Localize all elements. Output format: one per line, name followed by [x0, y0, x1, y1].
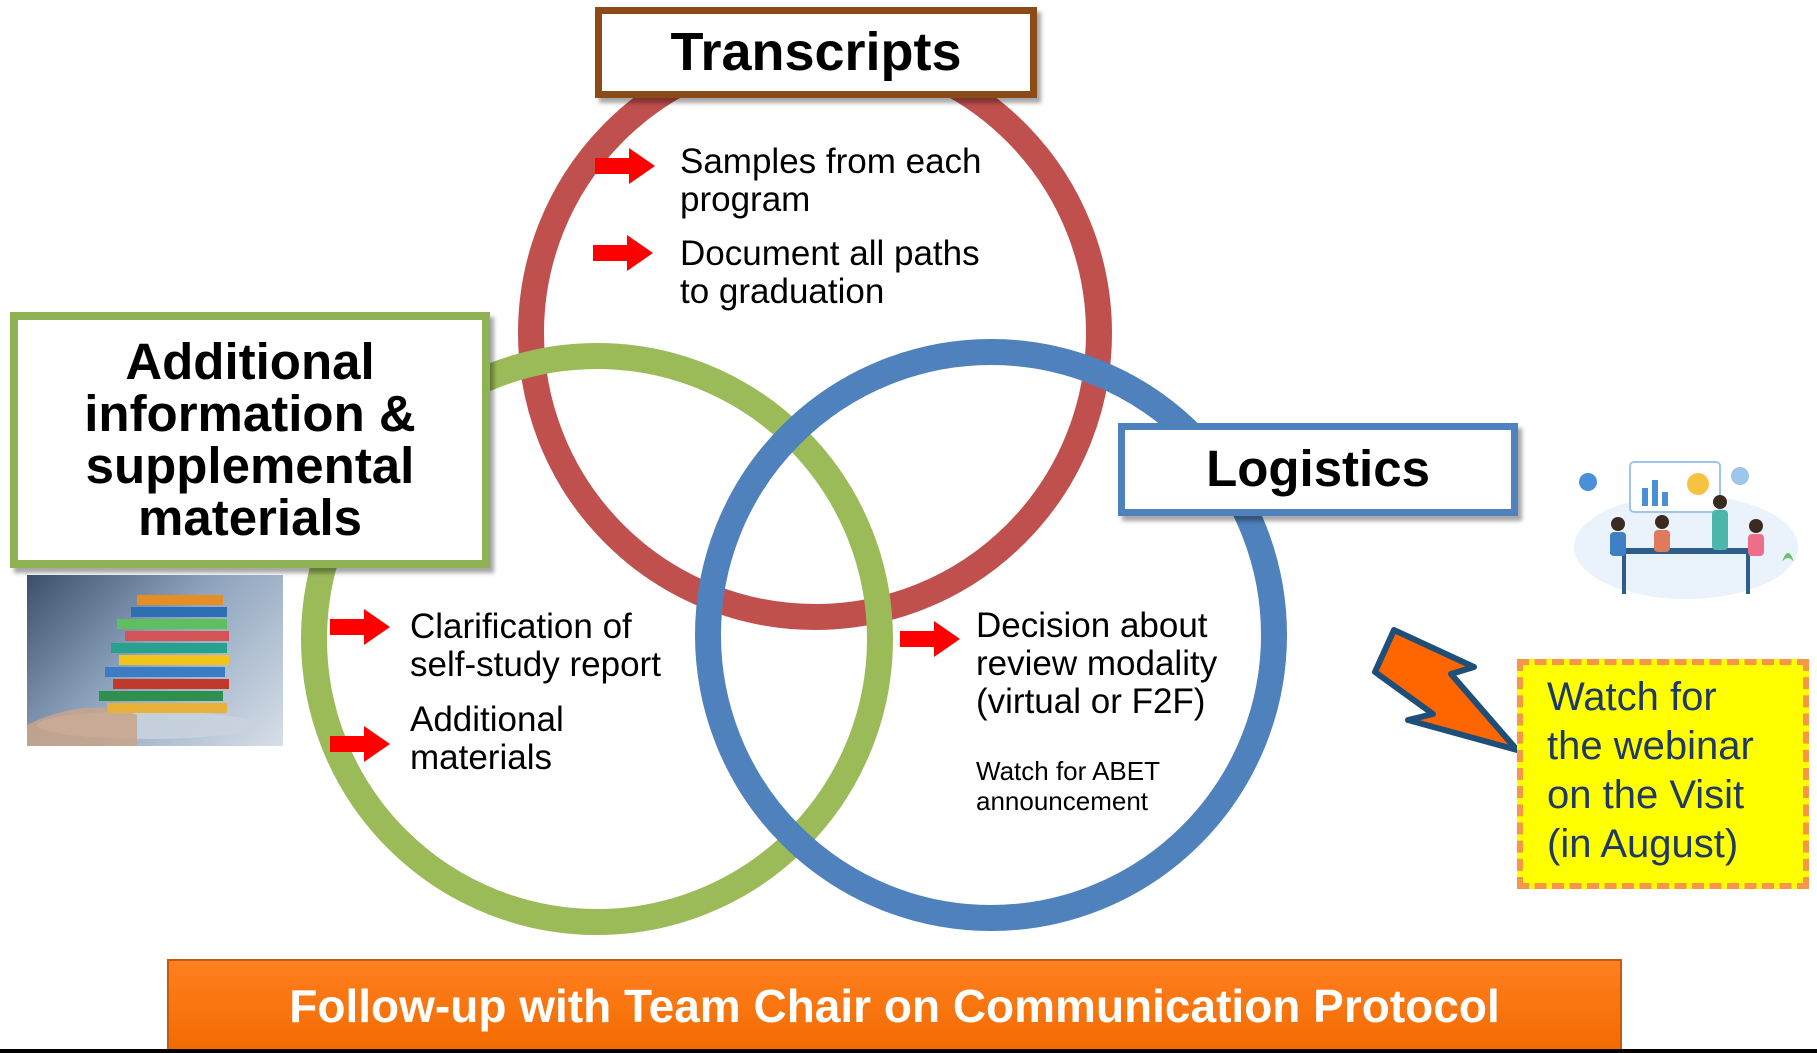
- additional-title-line: information &: [84, 384, 416, 442]
- additional-bullet-1: Clarification of self-study report: [410, 607, 661, 684]
- right-arrow-icon: [595, 148, 655, 184]
- transcripts-title: Transcripts: [670, 21, 962, 82]
- logistics-bullet-1: Decision about review modality (virtual …: [976, 606, 1218, 721]
- transcripts-title-box: Transcripts: [595, 7, 1037, 98]
- right-arrow-icon: [330, 726, 390, 762]
- team-meeting-illustration: [1570, 452, 1802, 602]
- right-arrow-icon: [593, 235, 653, 271]
- right-arrow-icon: [330, 609, 390, 645]
- additional-title-line: materials: [138, 489, 362, 547]
- transcripts-circle: [518, 36, 1112, 630]
- additional-circle: [301, 343, 893, 935]
- webinar-callout: Watch for the webinar on the Visit (in A…: [1517, 659, 1809, 889]
- books-on-tablet-photo: [27, 575, 283, 746]
- transcripts-bullet-2: Document all paths to graduation: [680, 234, 980, 311]
- logistics-note: Watch for ABET announcement: [976, 756, 1160, 816]
- logistics-title-box: Logistics: [1118, 423, 1518, 516]
- transcripts-bullet-1: Samples from each program: [680, 142, 982, 219]
- lightning-bolt-icon: [1372, 627, 1520, 753]
- logistics-title: Logistics: [1206, 440, 1430, 498]
- additional-title-line: Additional: [125, 332, 375, 390]
- right-arrow-icon: [900, 621, 960, 657]
- bottom-rule: [0, 1049, 1817, 1053]
- additional-bullet-2: Additional materials: [410, 700, 564, 777]
- communication-protocol-banner: Follow-up with Team Chair on Communicati…: [167, 959, 1622, 1053]
- logistics-circle: [695, 339, 1287, 931]
- additional-title-box: Additional information & supplemental ma…: [10, 312, 490, 568]
- banner-text: Follow-up with Team Chair on Communicati…: [289, 980, 1500, 1032]
- additional-title-line: supplemental: [85, 437, 415, 494]
